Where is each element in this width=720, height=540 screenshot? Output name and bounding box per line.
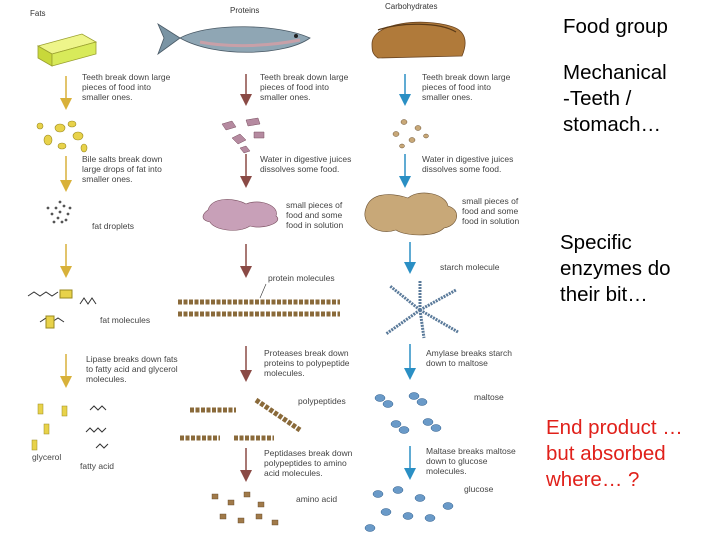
fish [157, 22, 311, 56]
carbs-step3-text: Amylase breaks starch down to maltose [426, 348, 514, 368]
proteins-step1-text: Teeth break down large pieces of food in… [260, 72, 351, 102]
maltose-beads [374, 392, 442, 434]
mechanical-note: Mechanical -Teeth / stomach… [563, 61, 667, 136]
protein-solution-label: small pieces of food and some food in so… [286, 200, 345, 230]
carbs-solution-label: small pieces of food and some food in so… [462, 196, 521, 226]
fats-header: Fats [30, 9, 46, 18]
glucose-beads [364, 486, 454, 532]
fats-step2-text: Bile salts break down large drops of fat… [82, 154, 165, 184]
digestion-diagram: Fats Proteins Carbohydrates Teeth break … [27, 2, 521, 532]
protein-molecules-label: protein molecules [268, 273, 335, 283]
proteins-header: Proteins [230, 6, 259, 15]
polypeptides-label: polypeptides [298, 396, 346, 406]
protein-blob [202, 199, 279, 231]
polypeptide-chains [180, 397, 302, 441]
proteins-step4-text: Peptidases break down polypeptides to am… [264, 448, 355, 478]
starch-tree [385, 280, 459, 339]
food-group-note: Food group [563, 15, 668, 38]
protein-pieces [221, 117, 265, 154]
enzymes-note: Specific enzymes do their bit… [560, 231, 671, 306]
amino-acid-label: amino acid [296, 494, 337, 504]
carbs-step4-text: Maltase breaks maltose down to glucose m… [426, 446, 518, 476]
fat-droplets-cluster [46, 200, 72, 224]
fat-chunks [36, 120, 88, 153]
end-product-note: End product … but absorbed where… ? [546, 416, 683, 491]
starch-blob [364, 192, 457, 236]
bread-loaf [371, 21, 466, 59]
proteins-step3-text: Proteases break down proteins to polypep… [264, 348, 352, 378]
fat-droplets-label: fat droplets [92, 221, 134, 231]
butter-block [36, 33, 98, 67]
amino-acid-beads [211, 491, 279, 526]
glucose-label: glucose [464, 484, 494, 494]
carbs-step1-text: Teeth break down large pieces of food in… [422, 72, 513, 102]
carbs-step2-text: Water in digestive juices dissolves some… [422, 154, 516, 174]
bread-crumbs [392, 119, 429, 149]
glycerol-label: glycerol [32, 452, 61, 462]
starch-molecule-label: starch molecule [440, 262, 500, 272]
proteins-step2-text: Water in digestive juices dissolves some… [260, 154, 354, 174]
fat-molecules-label: fat molecules [100, 315, 150, 325]
fat-molecules-drawing [27, 289, 97, 329]
protein-chains [178, 299, 340, 317]
carbohydrates-header: Carbohydrates [385, 2, 437, 11]
fats-step3-text: Lipase breaks down fats to fatty acid an… [86, 354, 180, 384]
fatty-acid-label: fatty acid [80, 461, 114, 471]
maltose-label: maltose [474, 392, 504, 402]
glycerol-and-fatty-acids [31, 403, 109, 451]
fats-step1-text: Teeth break down large pieces of food in… [82, 72, 173, 102]
